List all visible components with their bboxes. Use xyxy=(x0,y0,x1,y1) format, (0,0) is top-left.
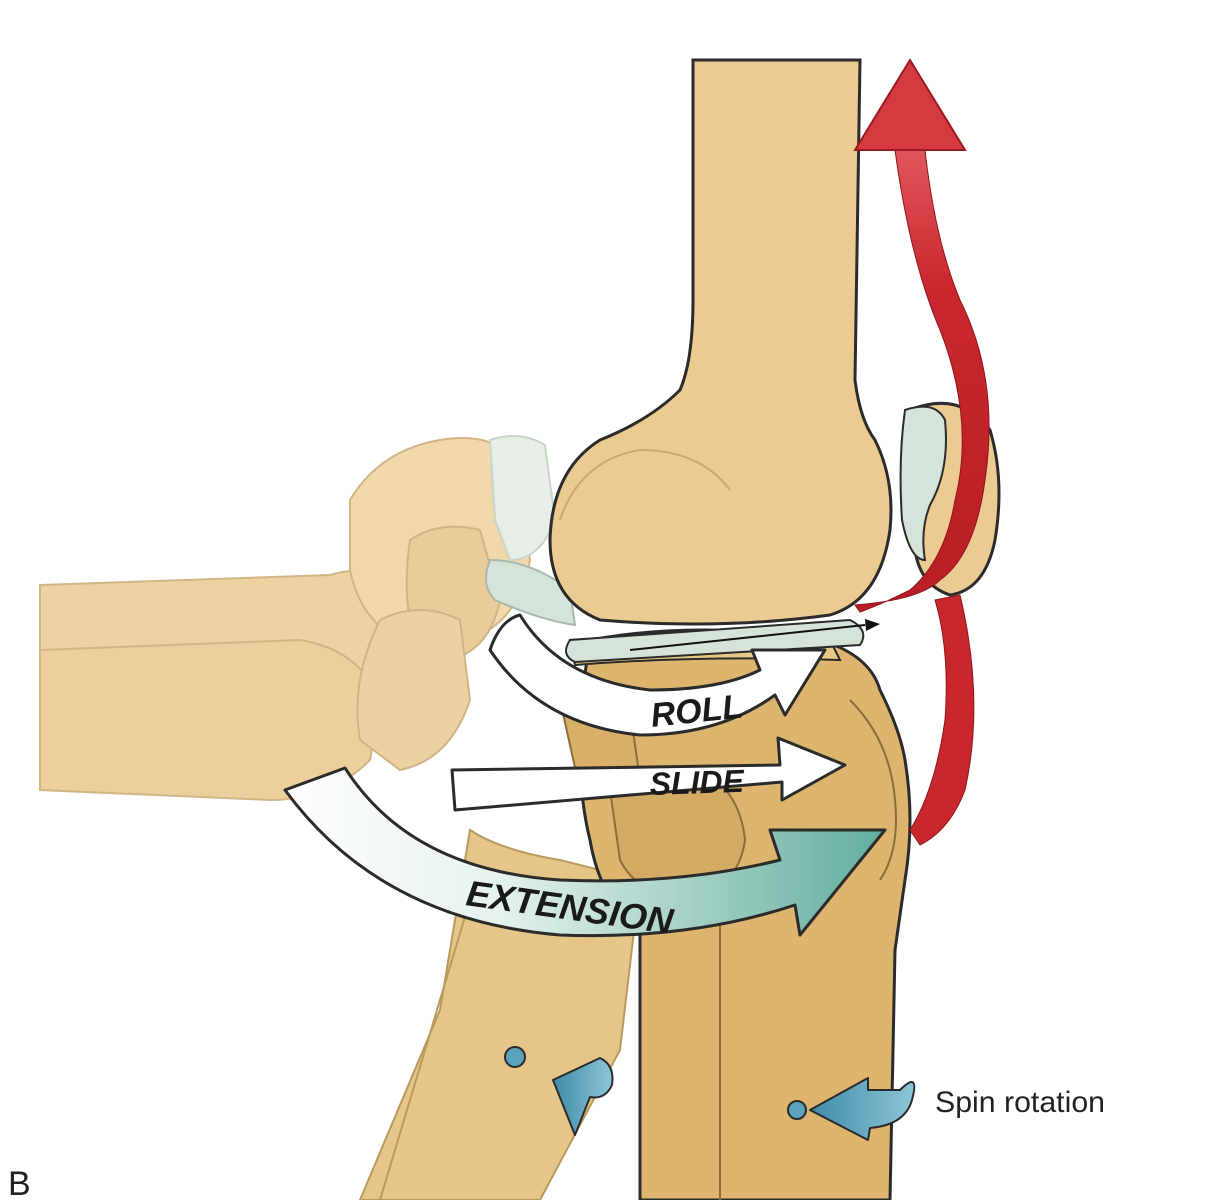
slide-arrow: SLIDE xyxy=(450,736,847,812)
spin-rotation-fibula xyxy=(504,1046,614,1136)
fibula-axis-dot xyxy=(504,1046,526,1068)
small-slide-arrow xyxy=(629,619,880,651)
spin-arrow-fibula xyxy=(552,1057,614,1136)
patella-cartilage xyxy=(899,405,947,562)
femur-shaft xyxy=(548,58,893,626)
panel-letter: B xyxy=(8,1165,31,1200)
quadriceps-pull-arrow xyxy=(853,58,990,846)
cartilage-wedge xyxy=(485,558,577,627)
tarsal-bone-3 xyxy=(356,609,472,772)
fibula-edge xyxy=(379,899,471,1200)
femur-condyle-shade xyxy=(559,448,731,521)
roll-arrow: ROLL xyxy=(488,613,827,737)
spin-arrow-tibia xyxy=(809,1077,916,1141)
foot-bones xyxy=(39,435,557,802)
slide-arrow-shape xyxy=(450,736,847,812)
quadriceps-arrowhead xyxy=(853,58,967,151)
tibia-tuberosity xyxy=(849,699,897,881)
quadriceps-tendon-lower xyxy=(909,594,975,846)
spin-rotation-label: Spin rotation xyxy=(935,1086,1105,1119)
slide-label: SLIDE xyxy=(649,763,746,802)
spin-rotation-tibia xyxy=(787,1077,916,1141)
femur xyxy=(548,58,893,626)
tibia-axis-dot xyxy=(787,1100,807,1120)
extension-arrow-shape xyxy=(283,766,887,938)
roll-arrow-shape xyxy=(488,613,827,737)
